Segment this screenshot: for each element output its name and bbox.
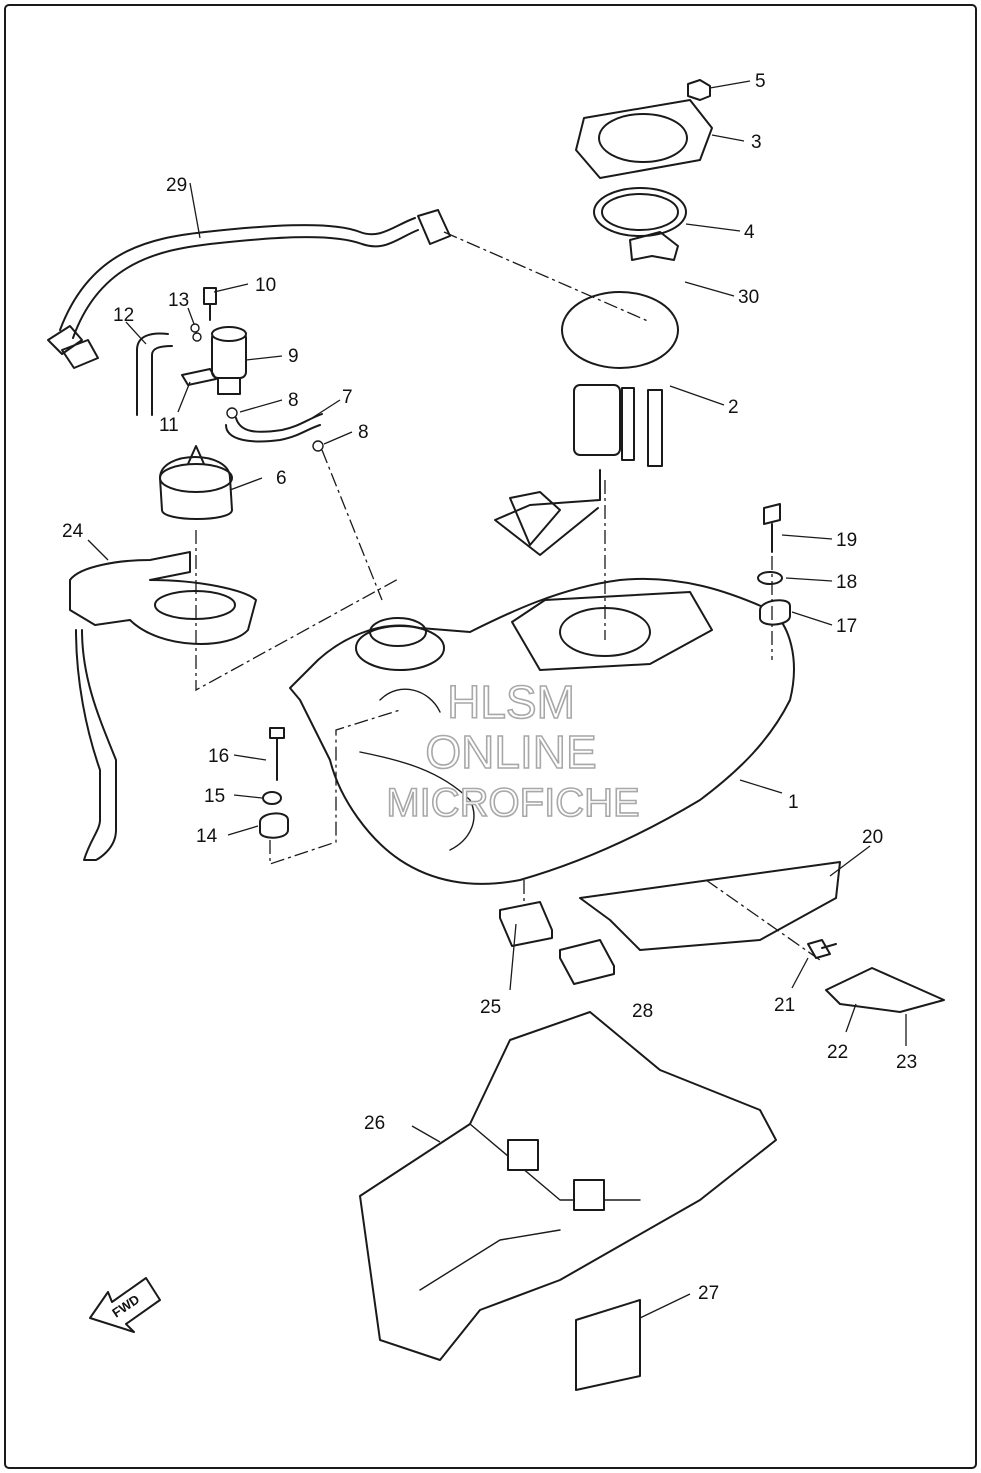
cover-fastener-part bbox=[807, 939, 945, 1013]
solenoid-valve-part bbox=[181, 287, 247, 395]
callout-leaders bbox=[87, 80, 907, 1319]
callout-2: 2 bbox=[728, 397, 739, 418]
callout-18: 18 bbox=[836, 572, 857, 593]
callout-1: 1 bbox=[788, 792, 799, 813]
gasket-ring-part bbox=[593, 187, 687, 237]
fuel-tank-part bbox=[289, 577, 795, 885]
fuel-pump-part bbox=[494, 291, 679, 556]
callout-9: 9 bbox=[288, 346, 299, 367]
callout-25: 25 bbox=[480, 997, 501, 1018]
callout-19: 19 bbox=[836, 530, 857, 551]
callout-11: 11 bbox=[159, 415, 179, 436]
mount-hardware-left bbox=[259, 727, 289, 839]
watermark-line-2: ONLINE bbox=[425, 726, 596, 778]
hose-part-12 bbox=[136, 332, 173, 416]
callout-7: 7 bbox=[342, 387, 353, 408]
callout-24: 24 bbox=[62, 521, 84, 542]
fuel-cap-part bbox=[159, 445, 233, 520]
forward-direction-arrow: FWD bbox=[89, 1277, 161, 1333]
pads-and-label bbox=[507, 1139, 641, 1391]
retainer-plate-part bbox=[575, 99, 713, 179]
callout-10: 10 bbox=[255, 275, 276, 296]
under-tray-part bbox=[359, 1011, 777, 1361]
side-cover-part bbox=[579, 861, 841, 951]
callout-13: 13 bbox=[168, 290, 189, 311]
watermark-line-3: MICROFICHE bbox=[386, 781, 639, 825]
callout-20: 20 bbox=[862, 827, 883, 848]
vent-hose-part bbox=[47, 209, 451, 369]
mount-hardware-right bbox=[757, 503, 791, 626]
callout-22: 22 bbox=[827, 1042, 848, 1063]
callout-30: 30 bbox=[738, 287, 759, 308]
tray-bracket-part bbox=[69, 551, 257, 861]
callout-16: 16 bbox=[208, 746, 229, 767]
callout-14: 14 bbox=[196, 826, 218, 847]
callout-26: 26 bbox=[364, 1113, 385, 1134]
callout-6: 6 bbox=[276, 468, 287, 489]
callout-12: 12 bbox=[113, 305, 134, 326]
callout-21: 21 bbox=[774, 995, 795, 1016]
watermark: HLSM ONLINE MICROFICHE bbox=[386, 675, 641, 826]
callout-3: 3 bbox=[751, 132, 762, 153]
callout-29: 29 bbox=[166, 175, 187, 196]
callout-8a: 8 bbox=[288, 390, 299, 411]
watermark-line-1: HLSM bbox=[447, 676, 575, 728]
pump-bracket-part bbox=[629, 231, 679, 261]
alignment-lines bbox=[195, 231, 821, 961]
nut-part bbox=[687, 79, 711, 101]
callout-28: 28 bbox=[632, 1001, 653, 1022]
diagram-frame bbox=[4, 4, 977, 1469]
callout-15: 15 bbox=[204, 786, 225, 807]
callout-labels: 1 2 3 4 5 6 7 8 8 9 10 11 12 13 14 15 16… bbox=[62, 71, 917, 1304]
small-hose-part bbox=[225, 407, 324, 452]
callout-17: 17 bbox=[836, 616, 857, 637]
callout-23: 23 bbox=[896, 1052, 917, 1073]
callout-5: 5 bbox=[755, 71, 766, 92]
callout-4: 4 bbox=[744, 222, 755, 243]
damper-blocks-part bbox=[499, 901, 615, 985]
callout-8b: 8 bbox=[358, 422, 369, 443]
callout-27: 27 bbox=[698, 1283, 719, 1304]
